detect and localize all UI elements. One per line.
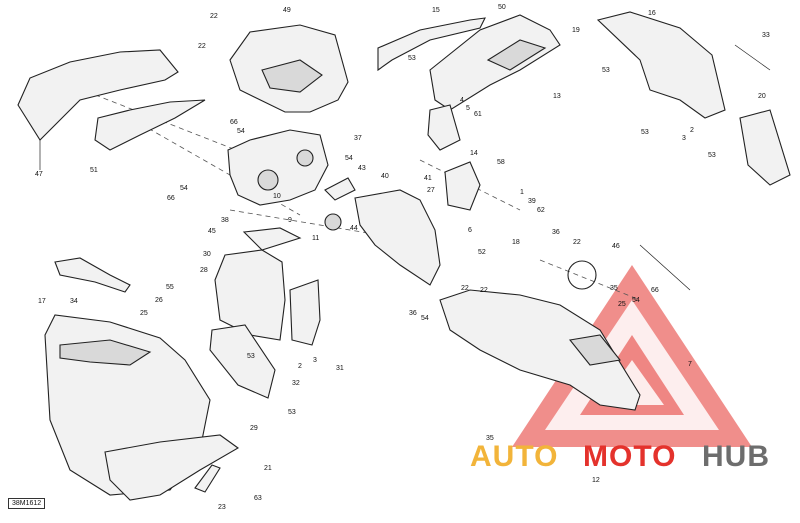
callout: 9 bbox=[288, 217, 292, 224]
callout: 52 bbox=[478, 249, 486, 256]
callout: 53 bbox=[602, 67, 610, 74]
callout: 66 bbox=[230, 119, 238, 126]
callout: 40 bbox=[381, 173, 389, 180]
callout: 2 bbox=[298, 363, 302, 370]
diagram-code-label: 38M1612 bbox=[8, 498, 46, 509]
callout: 35 bbox=[486, 435, 494, 442]
callout: 22 bbox=[573, 239, 581, 246]
callout: 5 bbox=[466, 105, 470, 112]
callout: 66 bbox=[167, 195, 175, 202]
callout: 41 bbox=[424, 175, 432, 182]
callout: 33 bbox=[762, 32, 770, 39]
callout: 34 bbox=[70, 298, 78, 305]
callout: 39 bbox=[528, 198, 536, 205]
part-center-panel bbox=[214, 249, 286, 341]
watermark-text-hub: HUB bbox=[702, 440, 770, 473]
callout: 16 bbox=[648, 10, 656, 17]
part-right-side-fairing bbox=[596, 11, 726, 119]
callout: 23 bbox=[218, 504, 226, 511]
callout: 54 bbox=[237, 128, 245, 135]
callout: 61 bbox=[474, 111, 482, 118]
callout: 66 bbox=[651, 287, 659, 294]
callout: 22 bbox=[210, 13, 218, 20]
callout: 54 bbox=[345, 155, 353, 162]
callout: 17 bbox=[38, 298, 46, 305]
watermark-text-moto: MOTO bbox=[583, 440, 677, 473]
callout: 22 bbox=[461, 285, 469, 292]
callout: 63 bbox=[254, 495, 262, 502]
callout: 2 bbox=[690, 127, 694, 134]
callout: 4 bbox=[460, 97, 464, 104]
watermark-logo: AUTO MOTO HUB bbox=[470, 440, 795, 480]
callout: 20 bbox=[758, 93, 766, 100]
callout: 58 bbox=[497, 159, 505, 166]
callout: 22 bbox=[198, 43, 206, 50]
callout: 53 bbox=[708, 152, 716, 159]
part-windshield bbox=[17, 49, 179, 141]
callout: 53 bbox=[641, 129, 649, 136]
callout: 25 bbox=[618, 301, 626, 308]
callout: 53 bbox=[288, 409, 296, 416]
callout: 1 bbox=[520, 189, 524, 196]
callout: 35 bbox=[610, 285, 618, 292]
callout: 46 bbox=[612, 243, 620, 250]
callout: 12 bbox=[592, 477, 600, 484]
callout: 38 bbox=[221, 217, 229, 224]
callout: 44 bbox=[350, 225, 358, 232]
callout: 10 bbox=[273, 193, 281, 200]
callout: 37 bbox=[354, 135, 362, 142]
watermark-text-auto: AUTO bbox=[470, 440, 559, 473]
callout: 6 bbox=[468, 227, 472, 234]
callout: 53 bbox=[408, 55, 416, 62]
callout: 7 bbox=[688, 361, 692, 368]
callout: 30 bbox=[203, 251, 211, 258]
callout: 26 bbox=[155, 297, 163, 304]
callout: 49 bbox=[283, 7, 291, 14]
callout: 36 bbox=[552, 229, 560, 236]
part-headlight-assembly bbox=[227, 129, 329, 206]
callout: 54 bbox=[180, 185, 188, 192]
callout: 62 bbox=[537, 207, 545, 214]
callout: 55 bbox=[166, 284, 174, 291]
part-tail-unit bbox=[439, 289, 641, 411]
callout: 19 bbox=[572, 27, 580, 34]
callout: 54 bbox=[421, 315, 429, 322]
callout: 51 bbox=[90, 167, 98, 174]
callout: 28 bbox=[200, 267, 208, 274]
callout: 45 bbox=[208, 228, 216, 235]
callout: 36 bbox=[409, 310, 417, 317]
callout: 25 bbox=[140, 310, 148, 317]
callout: 47 bbox=[35, 171, 43, 178]
callout: 53 bbox=[247, 353, 255, 360]
callout: 3 bbox=[313, 357, 317, 364]
callout: 11 bbox=[312, 235, 319, 242]
callout: 3 bbox=[682, 135, 686, 142]
callout: 18 bbox=[512, 239, 520, 246]
callout: 15 bbox=[432, 7, 440, 14]
callout: 13 bbox=[553, 93, 561, 100]
callout: 27 bbox=[427, 187, 435, 194]
callout: 14 bbox=[470, 150, 478, 157]
callout: 21 bbox=[264, 465, 272, 472]
callout: 32 bbox=[292, 380, 300, 387]
callout: 22 bbox=[480, 287, 488, 294]
callout: 31 bbox=[336, 365, 344, 372]
callout: 50 bbox=[498, 4, 506, 11]
part-inner-panel bbox=[354, 189, 441, 286]
part-belly-pan bbox=[104, 434, 240, 501]
callout: 29 bbox=[250, 425, 258, 432]
callout: 54 bbox=[632, 297, 640, 304]
callout: 43 bbox=[358, 165, 366, 172]
part-nose-deflector bbox=[94, 99, 206, 151]
